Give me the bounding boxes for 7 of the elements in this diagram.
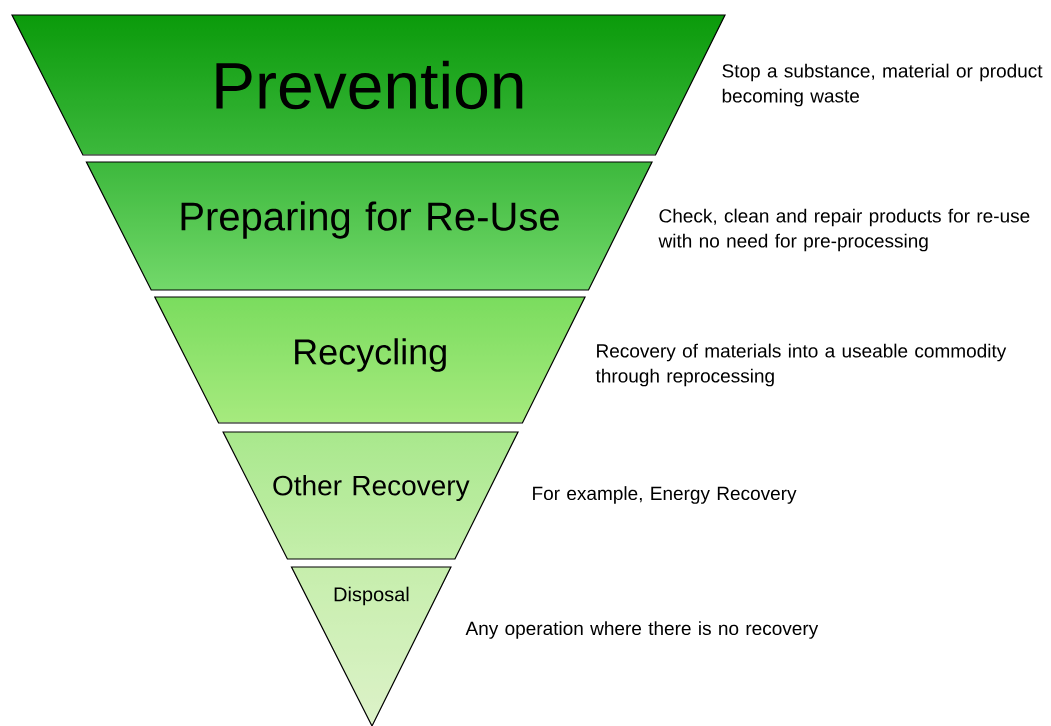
description-text: Recovery of materials into a useable commodity through reprocessing — [595, 343, 1007, 387]
hierarchy-band: Disposal — [290, 566, 452, 726]
description-text: Any operation where there is no recovery — [465, 621, 819, 639]
description-text: Check, clean and repair products for re-use with no need for pre-processing — [658, 208, 1030, 252]
hierarchy-band: Preparing for Re-Use — [85, 161, 653, 291]
description-text: For example, Energy Recovery — [533, 486, 797, 504]
hierarchy-band: Other Recovery — [222, 431, 519, 560]
